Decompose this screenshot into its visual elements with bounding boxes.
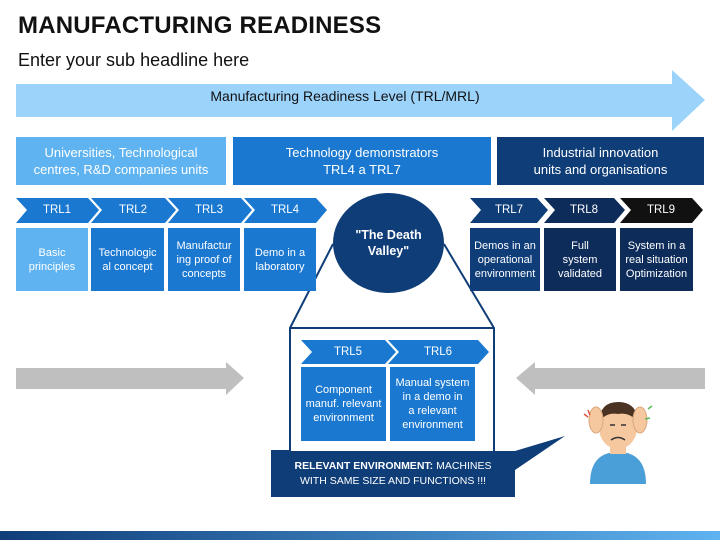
trl9-label: TRL9 (646, 204, 676, 216)
trl6-label: TRL6 (423, 346, 453, 358)
chevron-trl6 (388, 340, 489, 364)
trl3-label: TRL3 (194, 204, 224, 216)
trl5-label: TRL5 (333, 346, 363, 358)
note-tail (505, 436, 565, 470)
relevant-environment-note: RELEVANT ENVIRONMENT: MACHINES WITH SAME… (271, 451, 515, 497)
chevron-trl8 (544, 198, 625, 223)
chevron-trl7 (470, 198, 548, 223)
banner-arrow (16, 70, 705, 131)
chevron-trl2 (91, 198, 176, 223)
bottom-bar (0, 531, 720, 540)
chevron-trl1 (16, 198, 99, 223)
banner-label: Manufacturing Readiness Level (TRL/MRL) (210, 88, 480, 104)
gray-arrow-left (16, 362, 244, 395)
chevron-trl4 (244, 198, 327, 223)
trl8-label: TRL8 (569, 204, 599, 216)
trl1-label: TRL1 (42, 204, 72, 216)
page-subtitle: Enter your sub headline here (18, 50, 250, 70)
page-title: MANUFACTURING READINESS (18, 12, 382, 39)
trl4-label: TRL4 (270, 204, 300, 216)
chevron-trl9 (620, 198, 703, 223)
worried-person-icon (583, 402, 653, 484)
trl7-label: TRL7 (494, 204, 524, 216)
trl2-label: TRL2 (118, 204, 148, 216)
chevron-trl5 (301, 340, 396, 364)
gray-arrow-right (516, 362, 705, 395)
chevron-trl3 (168, 198, 252, 223)
